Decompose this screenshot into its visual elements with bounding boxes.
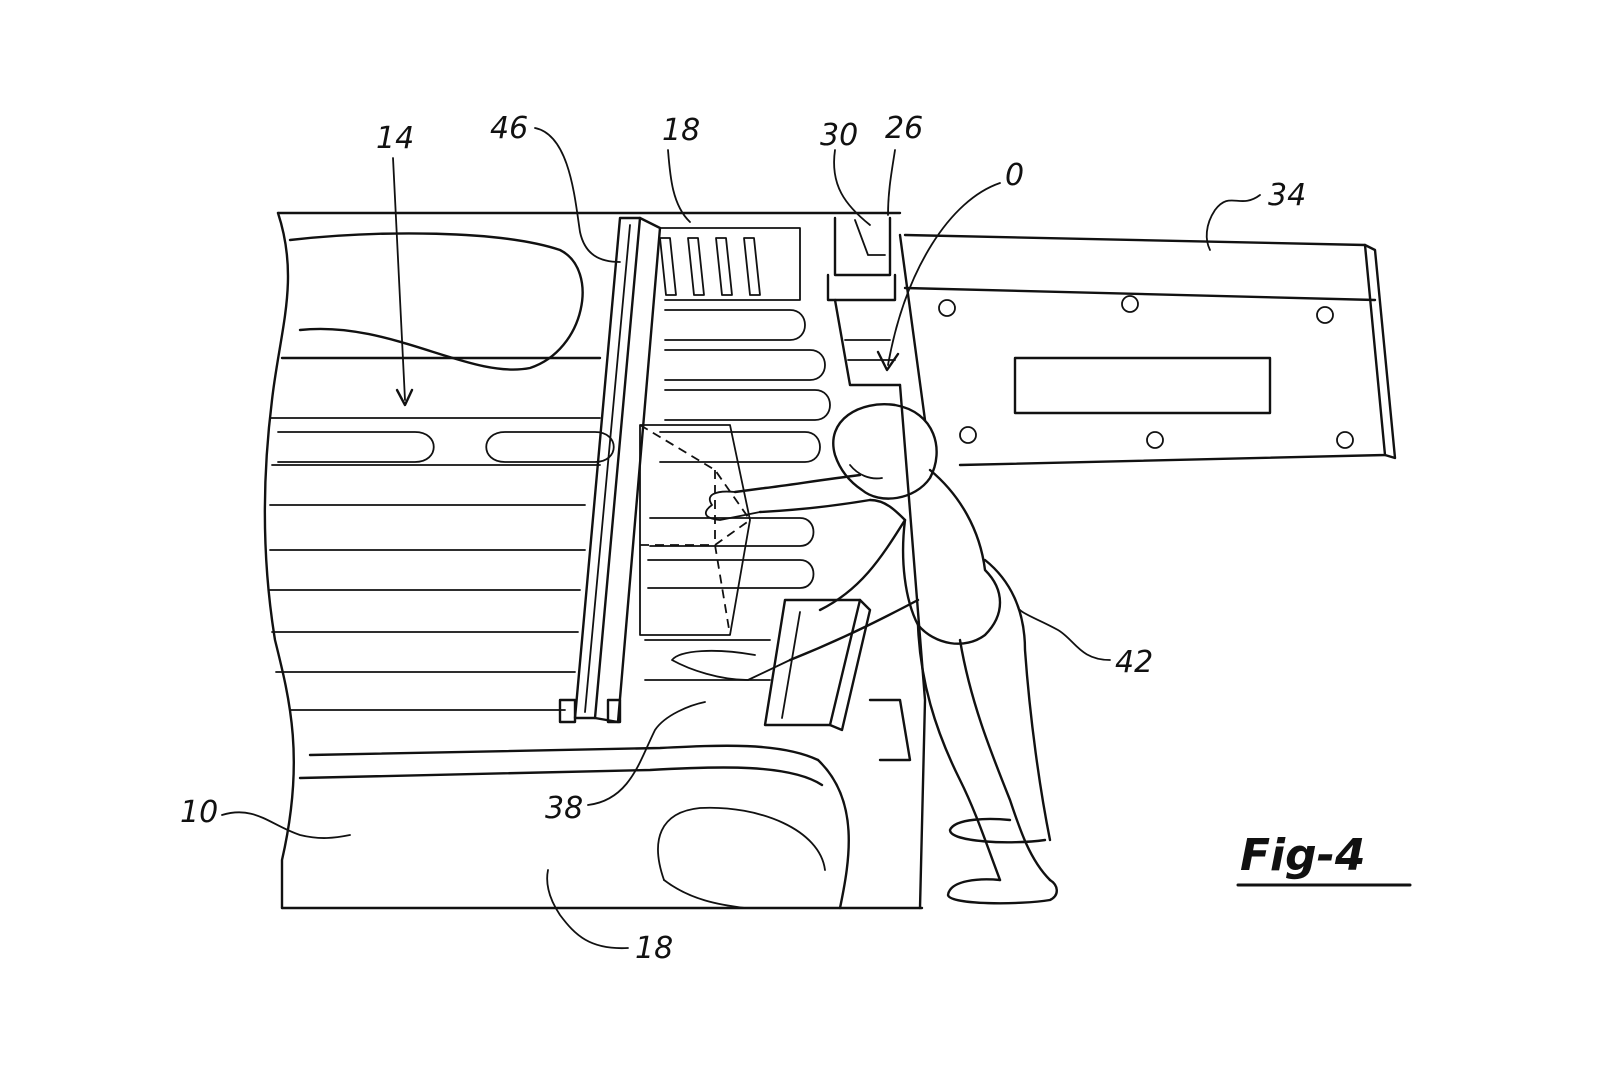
person-figure xyxy=(671,403,1058,905)
cargo-box xyxy=(639,424,751,636)
ref-14: 14 xyxy=(376,121,414,156)
floor-ribs-right xyxy=(644,309,831,681)
vent-slots xyxy=(659,227,801,301)
leader-lines xyxy=(221,127,1261,950)
floor-ribs xyxy=(269,417,615,711)
ref-42: 42 xyxy=(1115,645,1153,680)
ref-18-top: 18 xyxy=(662,113,700,148)
hinge-mechanism xyxy=(826,216,927,910)
reference-numerals: 14 46 18 30 26 0 34 42 10 38 18 xyxy=(180,111,1306,966)
figure-label-text: Fig-4 xyxy=(1240,830,1366,881)
figure-label: Fig-4 xyxy=(1236,830,1412,887)
ref-34: 34 xyxy=(1268,178,1306,213)
divider-panel xyxy=(558,216,662,724)
ref-0: 0 xyxy=(1005,158,1024,193)
ref-46: 46 xyxy=(490,111,528,146)
ref-26: 26 xyxy=(885,111,923,146)
ref-30: 30 xyxy=(820,118,858,153)
ref-18-bottom: 18 xyxy=(635,931,673,966)
tailgate xyxy=(903,233,1397,467)
ref-10: 10 xyxy=(180,795,218,830)
ref-38: 38 xyxy=(545,791,583,826)
